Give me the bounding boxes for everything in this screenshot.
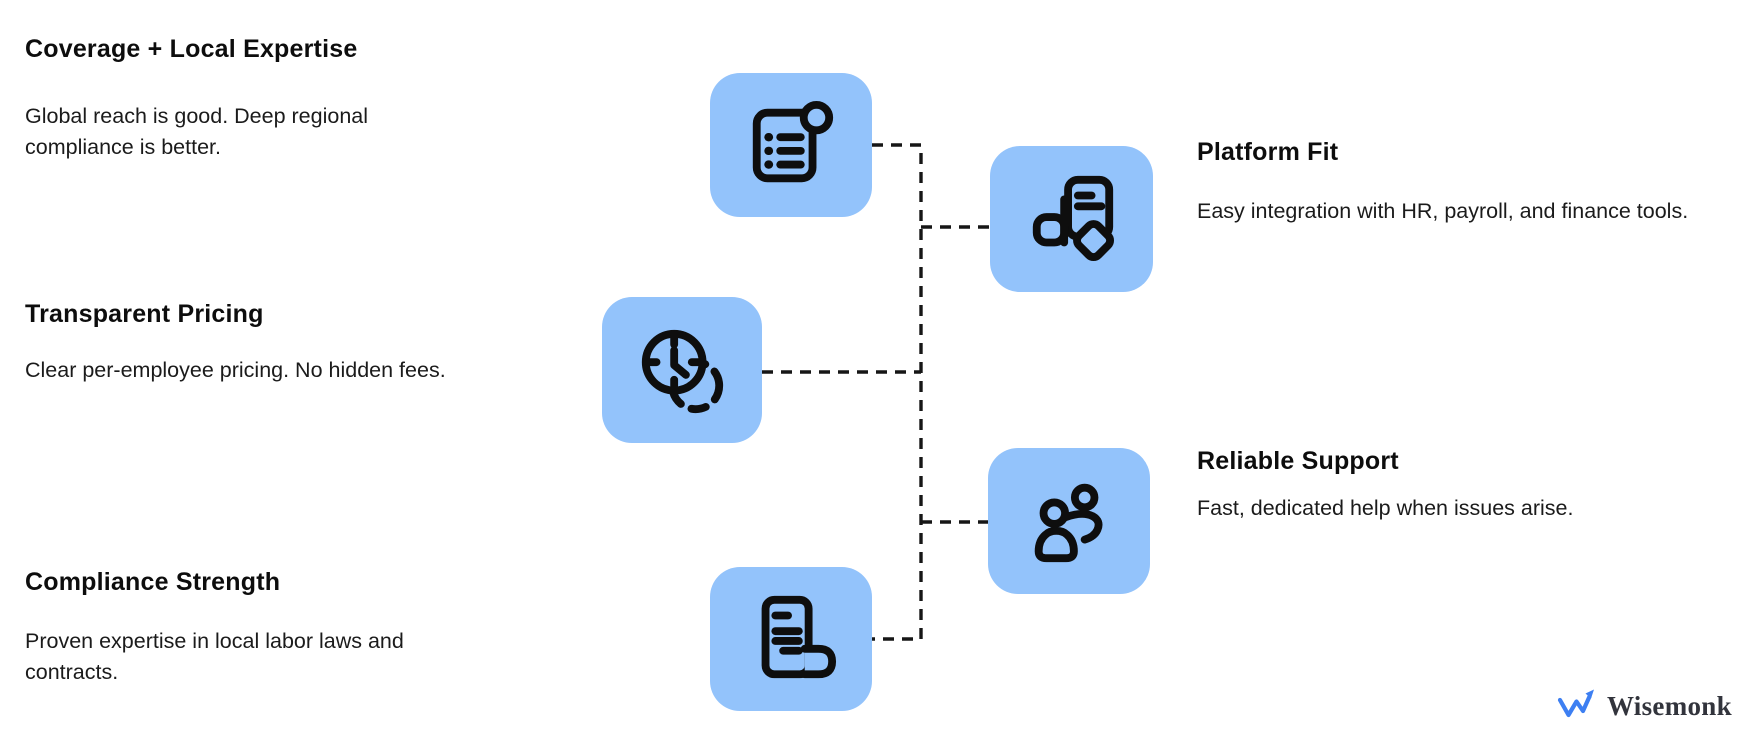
feature-support-title: Reliable Support xyxy=(1197,447,1399,475)
card-platform-icon xyxy=(990,146,1153,292)
feature-coverage: Coverage + Local Expertise Global reach … xyxy=(25,33,425,163)
clock-history-icon xyxy=(641,329,724,414)
feature-compliance: Compliance Strength Proven expertise in … xyxy=(25,566,465,688)
feature-platform-title: Platform Fit xyxy=(1197,138,1339,166)
card-compliance-icon xyxy=(710,567,872,711)
feature-coverage-title: Coverage + Local Expertise xyxy=(25,35,358,63)
feature-pricing-description: Clear per-employee pricing. No hidden fe… xyxy=(25,358,446,382)
feature-support-description: Fast, dedicated help when issues arise. xyxy=(1197,496,1574,520)
feature-coverage-description: Global reach is good. Deep regional comp… xyxy=(25,104,369,159)
feature-pricing-title: Transparent Pricing xyxy=(25,300,264,328)
feature-platform: Platform Fit Easy integration with HR, p… xyxy=(1197,136,1688,227)
card-pricing-icon xyxy=(602,297,762,443)
card-support-icon xyxy=(988,448,1150,594)
feature-compliance-description: Proven expertise in local labor laws and… xyxy=(25,629,404,684)
connector-spine xyxy=(872,143,923,641)
wisemonk-wordmark: Wisemonk xyxy=(1607,690,1732,721)
card-coverage-icon xyxy=(710,73,872,217)
document-tag-icon xyxy=(1032,175,1114,262)
feature-pricing: Transparent Pricing Clear per-employee p… xyxy=(25,298,446,386)
receipt-scroll-icon xyxy=(761,595,837,679)
checklist-document-icon xyxy=(752,100,834,183)
feature-compliance-title: Compliance Strength xyxy=(25,568,281,596)
feature-platform-description: Easy integration with HR, payroll, and f… xyxy=(1197,199,1689,223)
trend-arrow-w-icon xyxy=(1557,689,1594,718)
wisemonk-logo: Wisemonk xyxy=(1556,688,1732,724)
feature-support: Reliable Support Fast, dedicated help wh… xyxy=(1197,445,1573,524)
two-users-icon xyxy=(1034,483,1103,563)
